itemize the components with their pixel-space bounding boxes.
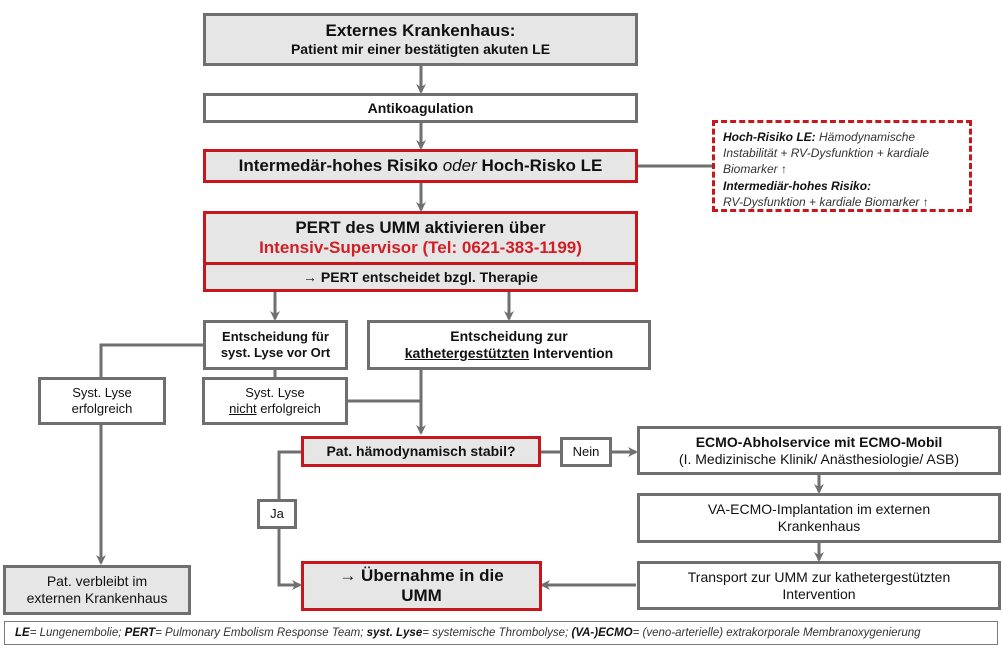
takeover-umm-box: → Übernahme in die UMM [301,561,542,611]
decision-catheter-line-2: Intervention [529,345,614,361]
ecmo-pickup-line-1: ECMO-Abholservice mit ECMO-Mobil [695,433,943,450]
lysis-fail-line-1: Syst. Lyse [245,385,305,401]
va-ecmo-line-1: VA-ECMO-Implantation im externen [707,501,931,518]
legend-lyse-abbr: syst. Lyse [366,627,423,639]
transport-line-1: Transport zur UMM zur kathetergestützten [687,568,951,585]
lysis-success-line-2: erfolgreich [71,401,133,416]
legend-le-abbr: LE [15,627,30,639]
va-ecmo-implantation-box: VA-ECMO-Implantation im externen Kranken… [637,493,1001,543]
legend-pert-abbr: PERT [124,627,156,639]
decision-catheter-line-1: Entscheidung zur [450,328,568,345]
high-risk-label: Hoch-Risiko LE: [723,130,816,144]
abbreviation-legend: LE= Lungenembolie; PERT= Pulmonary Embol… [4,621,998,645]
risk-definition-note: Hoch-Risiko LE: Hämodynamische Instabili… [712,120,972,212]
anticoagulation-label: Antikoagulation [367,99,474,116]
hemodynamic-stable-question-box: Pat. hämodynamisch stabil? [301,436,541,467]
transport-box: Transport zur UMM zur kathetergestützten… [637,561,1001,610]
risk-level-box: Intermedär-hohes Risiko oder Hoch-Risko … [203,149,638,183]
ecmo-pickup-box: ECMO-Abholservice mit ECMO-Mobil (I. Med… [637,426,1001,475]
va-ecmo-line-2: Krankenhaus [777,518,861,534]
yes-label-box: Ja [257,499,297,529]
legend-lyse-def: = systemische Thrombolyse; [422,627,569,639]
pert-activation-box: PERT des UMM aktivieren über Intensiv-Su… [203,211,638,292]
decision-catheter-box: Entscheidung zur kathetergestützten Inte… [367,320,651,370]
connector-lysis-to-success [99,343,203,377]
decision-lysis-box: Entscheidung für syst. Lyse vor Ort [203,320,348,370]
risk-part-2: oder [442,155,477,175]
legend-ecmo-def: = (veno-arterielle) extrakorporale Membr… [632,627,921,639]
hemodynamic-stable-question: Pat. hämodynamisch stabil? [326,443,516,460]
transport-line-2: Intervention [782,585,856,602]
lysis-success-line-1: Syst. Lyse [72,385,132,401]
takeover-line-2: UMM [401,586,442,605]
pert-line-1: PERT des UMM aktivieren über [295,217,546,237]
high-risk-text: Hämodynamische Instabilität + RV-Dysfunk… [723,130,930,177]
lysis-success-box: Syst. Lyse erfolgreich [38,377,166,425]
anticoagulation-box: Antikoagulation [203,93,638,123]
no-label: Nein [572,444,600,460]
risk-part-1: Intermedär-hohes Risiko [238,155,443,175]
takeover-line-1: → Übernahme in die [339,565,504,585]
pert-decides-line: → PERT entscheidet bzgl. Therapie [303,268,538,285]
pert-phone-line: Intensiv-Supervisor (Tel: 0621-383-1199) [259,238,582,257]
decision-lysis-line-2: syst. Lyse vor Ort [220,345,331,360]
external-hospital-box: Externes Krankenhaus: Patient mir einer … [203,13,638,66]
external-hospital-title: Externes Krankenhaus: [325,20,516,40]
yes-label: Ja [270,506,284,522]
external-hospital-subtitle: Patient mir einer bestätigten akuten LE [290,41,551,58]
legend-pert-def: = Pulmonary Embolism Response Team; [155,627,364,639]
intermediate-risk-text: RV-Dysfunktion + kardiale Biomarker ↑ [723,194,929,209]
risk-part-3: Hoch-Risko LE [476,155,603,175]
legend-ecmo-abbr: (VA-)ECMO [571,627,633,639]
intermediate-risk-label: Intermediär-hohes Risiko: [723,178,872,193]
stays-external-line-2: externen Krankenhaus [26,590,168,606]
ecmo-pickup-line-2: (I. Medizinische Klinik/ Anästhesiologie… [678,450,960,467]
decision-catheter-underlined: kathetergestützten [404,345,530,361]
lysis-fail-underlined: nicht [229,401,257,416]
lysis-fail-line-2: erfolgreich [256,401,321,416]
no-label-box: Nein [560,437,612,467]
legend-le-def: = Lungenembolie; [29,627,122,639]
lysis-fail-box: Syst. Lyse nicht erfolgreich [202,377,348,425]
stays-external-box: Pat. verbleibt im externen Krankenhaus [3,565,191,615]
stays-external-line-1: Pat. verbleibt im [46,573,148,590]
decision-lysis-line-1: Entscheidung für [222,329,329,345]
